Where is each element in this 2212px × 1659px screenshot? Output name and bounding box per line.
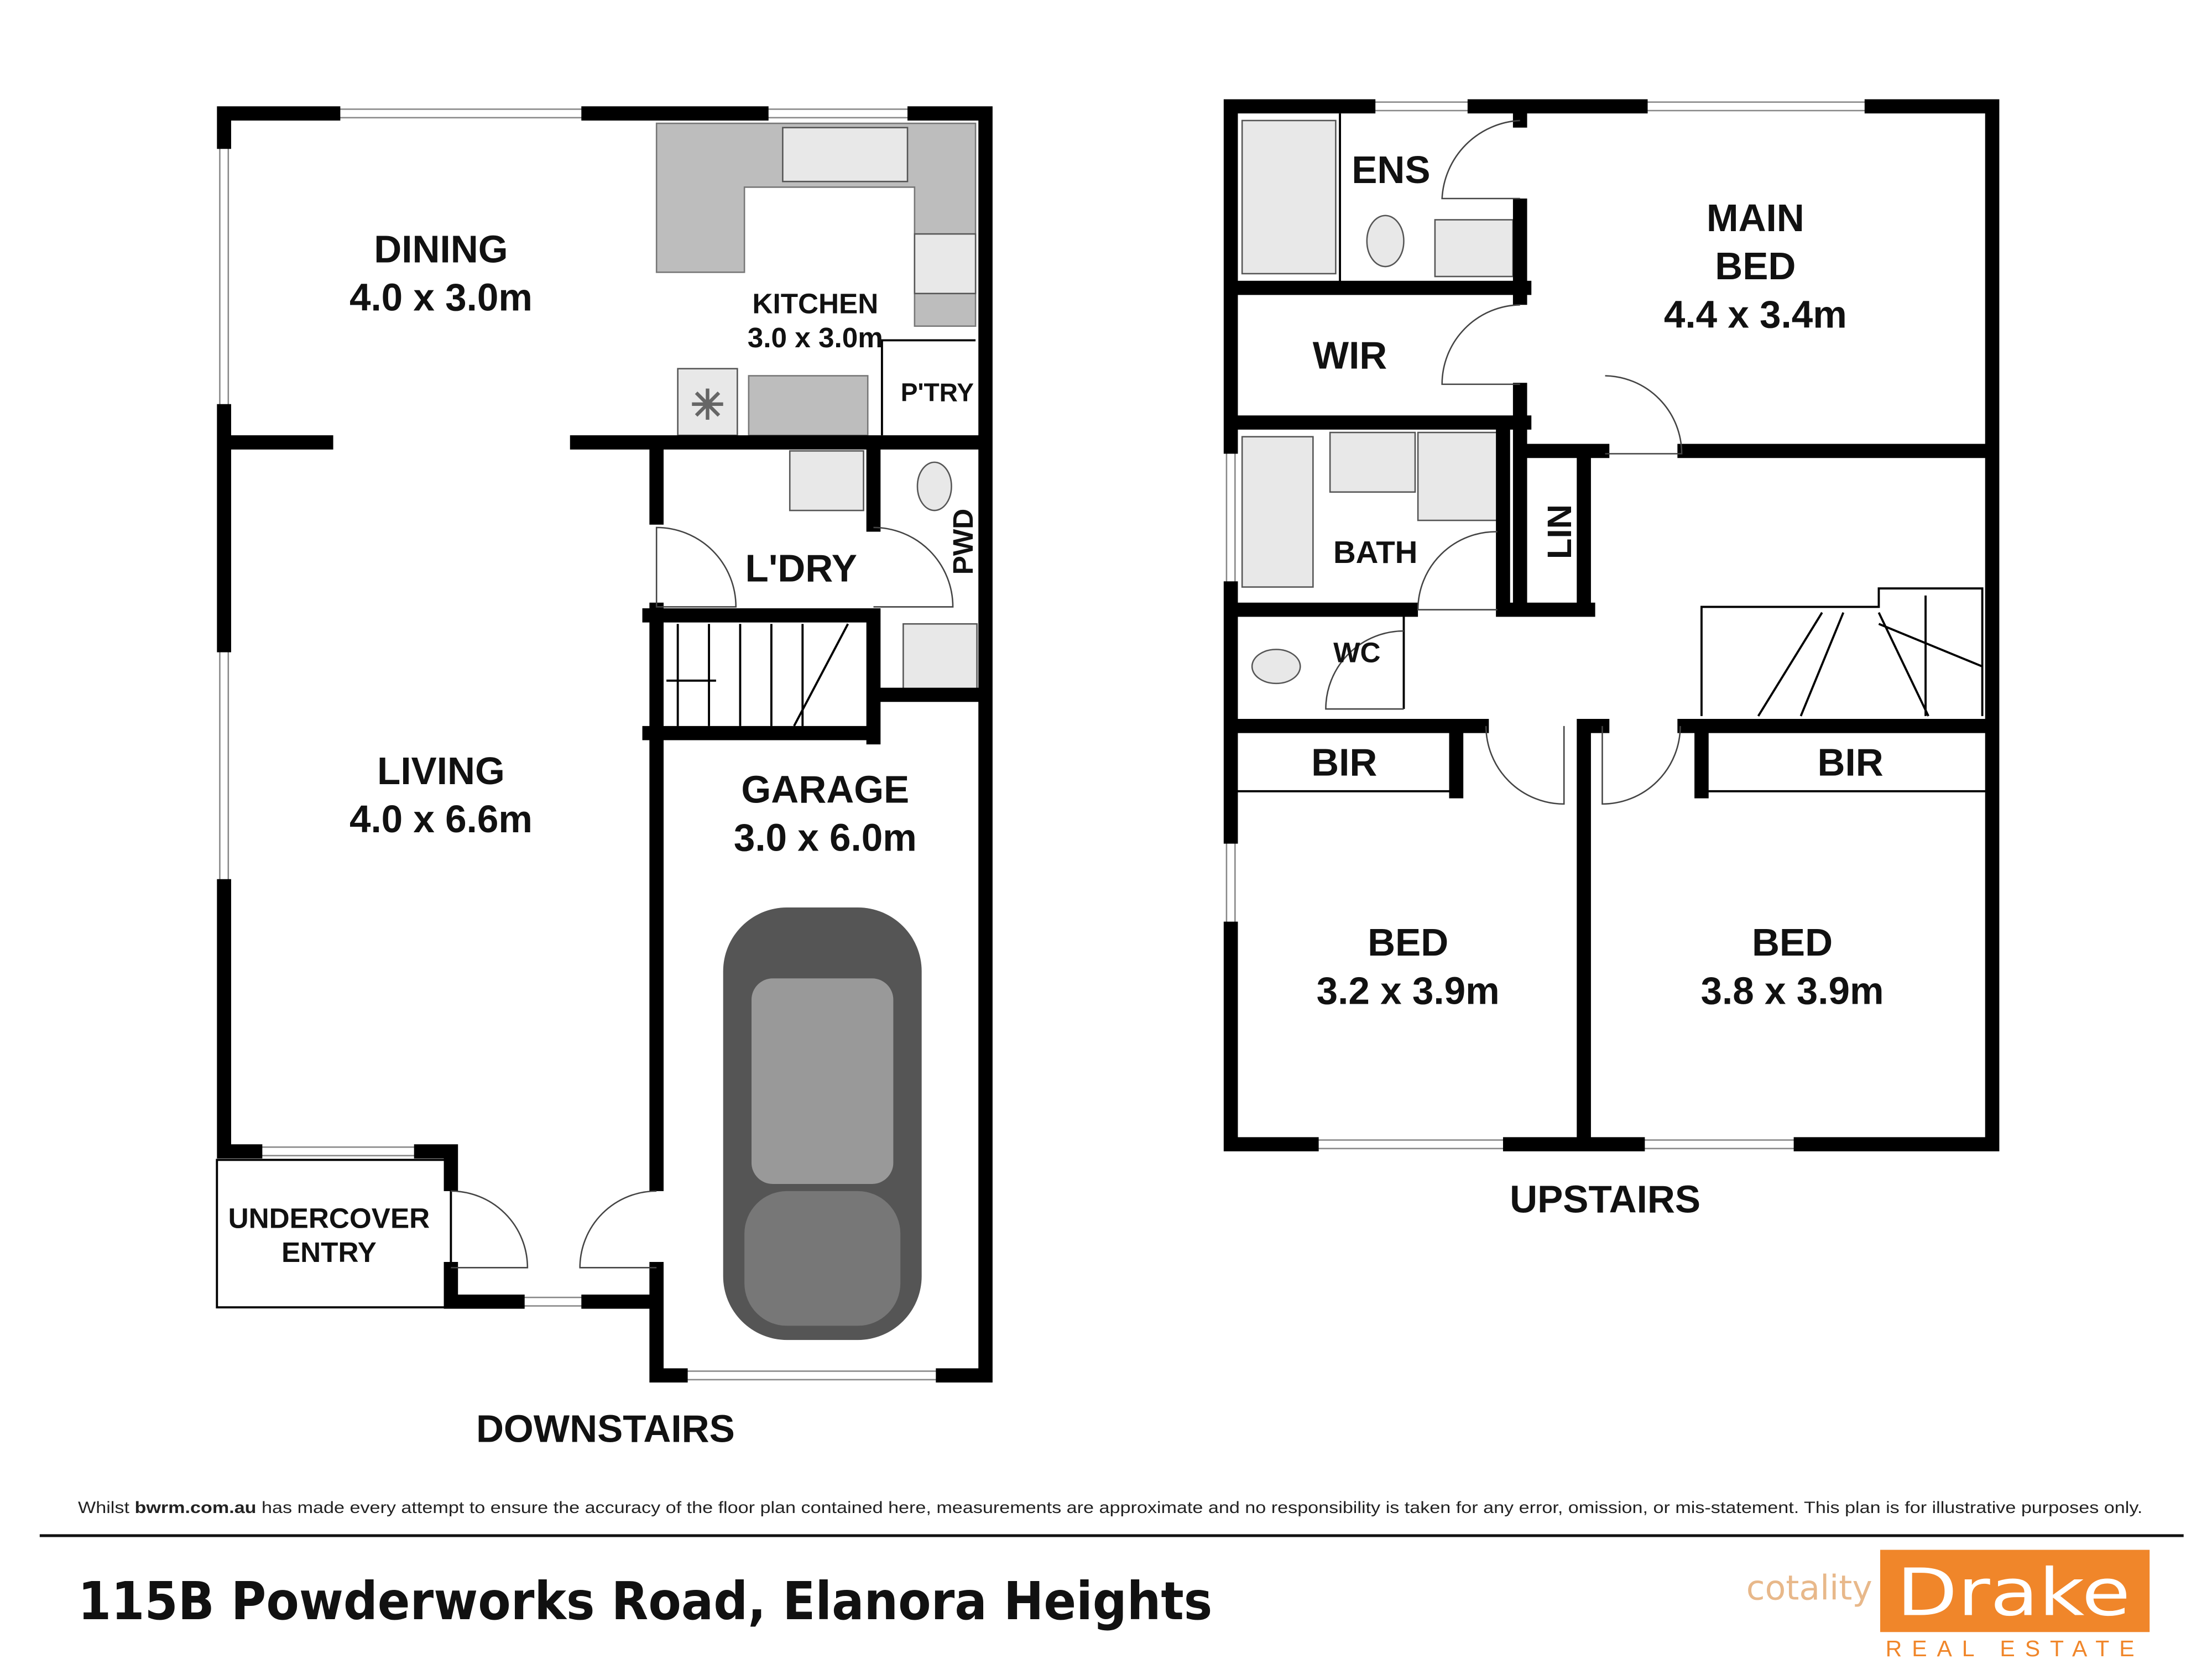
stairs (1700, 587, 1984, 717)
shower-icon (1417, 431, 1504, 521)
door-swings (1325, 119, 1683, 805)
cooktop-icon (914, 233, 977, 295)
room-label-linen: LIN (1541, 504, 1579, 559)
wall (1223, 99, 2000, 1152)
disclaimer-site-link[interactable]: bwrm.com.au (134, 1499, 256, 1517)
bathtub-icon (1241, 119, 1337, 275)
room-label-pantry: P'TRY (901, 378, 974, 407)
laundry-tub-icon (789, 450, 864, 512)
room-label-bed-2: BED (1368, 921, 1448, 964)
room-label-entry-2: ENTRY (281, 1237, 377, 1268)
basin-icon (1329, 431, 1416, 493)
basin-icon (902, 623, 978, 690)
basin-icon (1434, 219, 1514, 278)
room-label-main-bed-2: BED (1715, 244, 1796, 288)
property-address: 115B Powderworks Road, Elanora Heights (78, 1571, 1212, 1632)
level-title-downstairs: DOWNSTAIRS (476, 1407, 735, 1451)
logo-tagline: REAL ESTATE (1886, 1636, 2145, 1659)
level-title-upstairs: UPSTAIRS (1510, 1177, 1700, 1220)
room-size-living: 4.0 x 6.6m (349, 797, 533, 841)
kitchen-island-counter (748, 375, 869, 436)
room-label-laundry: L'DRY (745, 546, 857, 589)
room-label-bir-left: BIR (1311, 741, 1377, 784)
stairs (666, 623, 849, 727)
car-icon (723, 907, 922, 1340)
watermark: cotality (1746, 1568, 1872, 1608)
room-label-wir: WIR (1313, 334, 1387, 377)
room-label-powder: PWD (947, 509, 979, 575)
room-size-bed-2: 3.2 x 3.9m (1317, 969, 1500, 1012)
downstairs-plan: DINING 4.0 x 3.0m KITCHEN 3.0 x 3.0m P'T… (216, 106, 993, 1451)
room-label-living: LIVING (377, 749, 505, 792)
room-label-bed-3: BED (1752, 921, 1833, 964)
door-swings (451, 526, 954, 1269)
room-label-main-bed: MAIN (1707, 196, 1804, 239)
room-size-bed-3: 3.8 x 3.9m (1701, 969, 1884, 1012)
room-label-bir-right: BIR (1818, 741, 1884, 784)
room-label-bath: BATH (1333, 535, 1417, 570)
room-size-dining: 4.0 x 3.0m (349, 276, 533, 319)
room-label-kitchen: KITCHEN (752, 288, 878, 320)
room-label-dining: DINING (374, 227, 508, 270)
bathtub-icon (1241, 436, 1314, 588)
room-label-wc: WC (1333, 637, 1380, 668)
logo-brand: Drake (1896, 1555, 2130, 1631)
disclaimer: Whilst bwrm.com.au has made every attemp… (78, 1499, 2142, 1517)
room-label-entry: UNDERCOVER (228, 1203, 430, 1234)
room-size-garage: 3.0 x 6.0m (734, 816, 917, 859)
fan-icon (692, 388, 723, 420)
room-size-kitchen: 3.0 x 3.0m (748, 322, 883, 353)
room-size-main-bed: 4.4 x 3.4m (1664, 293, 1847, 336)
toilet-icon (916, 461, 952, 512)
toilet-icon (1251, 649, 1301, 685)
drake-logo: cotality Drake REAL ESTATE (1746, 1550, 2150, 1659)
room-label-ensuite: ENS (1352, 148, 1430, 191)
toilet-icon (1366, 215, 1405, 268)
room-label-garage: GARAGE (741, 768, 909, 811)
sink-icon (782, 127, 909, 182)
upstairs-plan: ENS WIR MAIN BED 4.4 x 3.4m BATH LIN WC … (1223, 99, 2000, 1220)
